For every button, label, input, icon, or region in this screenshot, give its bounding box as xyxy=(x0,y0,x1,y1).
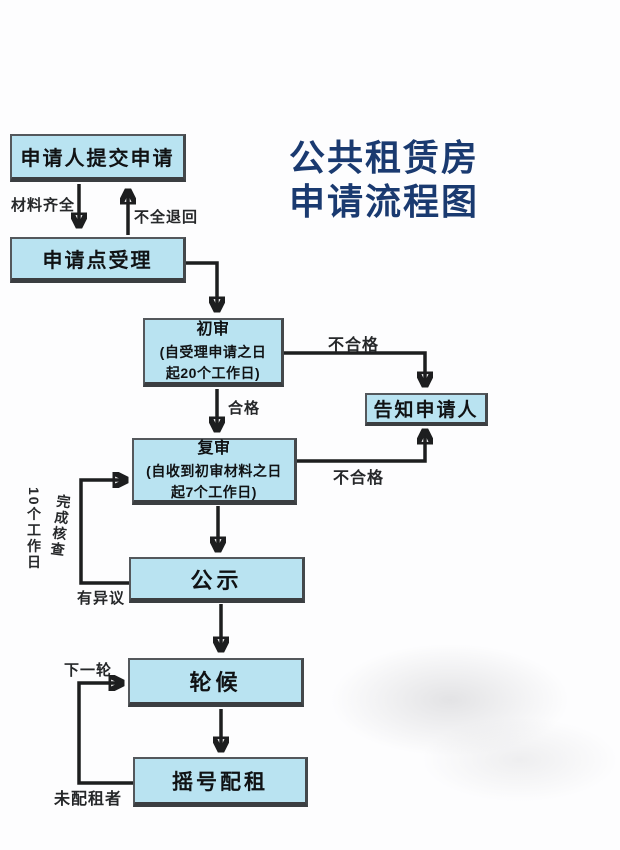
node-initial-review-detail2: 起20个工作日) xyxy=(165,365,261,381)
edge-label-next-round: 下一轮 xyxy=(64,662,113,679)
edge-label-review-fail: 不合格 xyxy=(333,470,385,487)
node-re-review: 复审 (自收到初审材料之日 起7个工作日) xyxy=(132,438,297,505)
node-re-review-detail2: 起7个工作日) xyxy=(171,484,257,500)
node-initial-review-title: 初审 xyxy=(196,321,230,338)
edge-label-materials-complete: 材料齐全 xyxy=(11,197,76,214)
node-publicity: 公示 xyxy=(129,557,305,603)
arrow-not-allocated-loop-to-waitlist xyxy=(77,683,133,785)
node-waitlist-label: 轮候 xyxy=(189,670,242,695)
edge-label-incomplete-return: 不全退回 xyxy=(134,209,199,226)
arrow-objection-loop-to-re-review xyxy=(79,480,129,585)
node-initial-review: 初审 (自受理申请之日 起20个工作日) xyxy=(143,318,284,387)
edge-label-objection: 有异议 xyxy=(77,590,126,607)
node-notify-applicant: 告知申请人 xyxy=(365,393,488,426)
diagram-title: 公共租赁房 申请流程图 xyxy=(289,136,479,224)
edge-label-not-allocated: 未配租者 xyxy=(54,791,123,808)
diagram-title-line2: 申请流程图 xyxy=(289,180,480,222)
node-publicity-label: 公示 xyxy=(190,567,243,593)
node-lottery-allocation: 摇号配租 xyxy=(133,757,308,807)
node-notify-applicant-label: 告知申请人 xyxy=(373,400,479,421)
edge-label-initial-fail: 不合格 xyxy=(328,337,380,354)
arrow-accept-to-initial-review xyxy=(186,261,217,310)
node-re-review-detail1: (自收到初审材料之日 xyxy=(146,463,282,479)
node-lottery-allocation-label: 摇号配租 xyxy=(172,770,268,794)
diagram-title-line1: 公共租赁房 xyxy=(289,137,480,178)
node-re-review-title: 复审 xyxy=(197,440,231,457)
edge-label-ten-working-days: 10个工作日 xyxy=(26,487,42,571)
node-submit-application: 申请人提交申请 xyxy=(10,134,186,182)
node-submit-application-label: 申请人提交申请 xyxy=(20,148,175,170)
arrow-initial-fail-to-notify xyxy=(284,351,425,385)
node-application-point-acceptance: 申请点受理 xyxy=(10,237,186,283)
node-initial-review-detail1: (自受理申请之日 xyxy=(159,344,267,360)
node-waitlist: 轮候 xyxy=(128,658,304,707)
edge-label-initial-pass: 合格 xyxy=(228,400,261,417)
node-application-point-acceptance-label: 申请点受理 xyxy=(42,250,153,272)
arrow-review-fail-to-notify xyxy=(297,431,425,463)
